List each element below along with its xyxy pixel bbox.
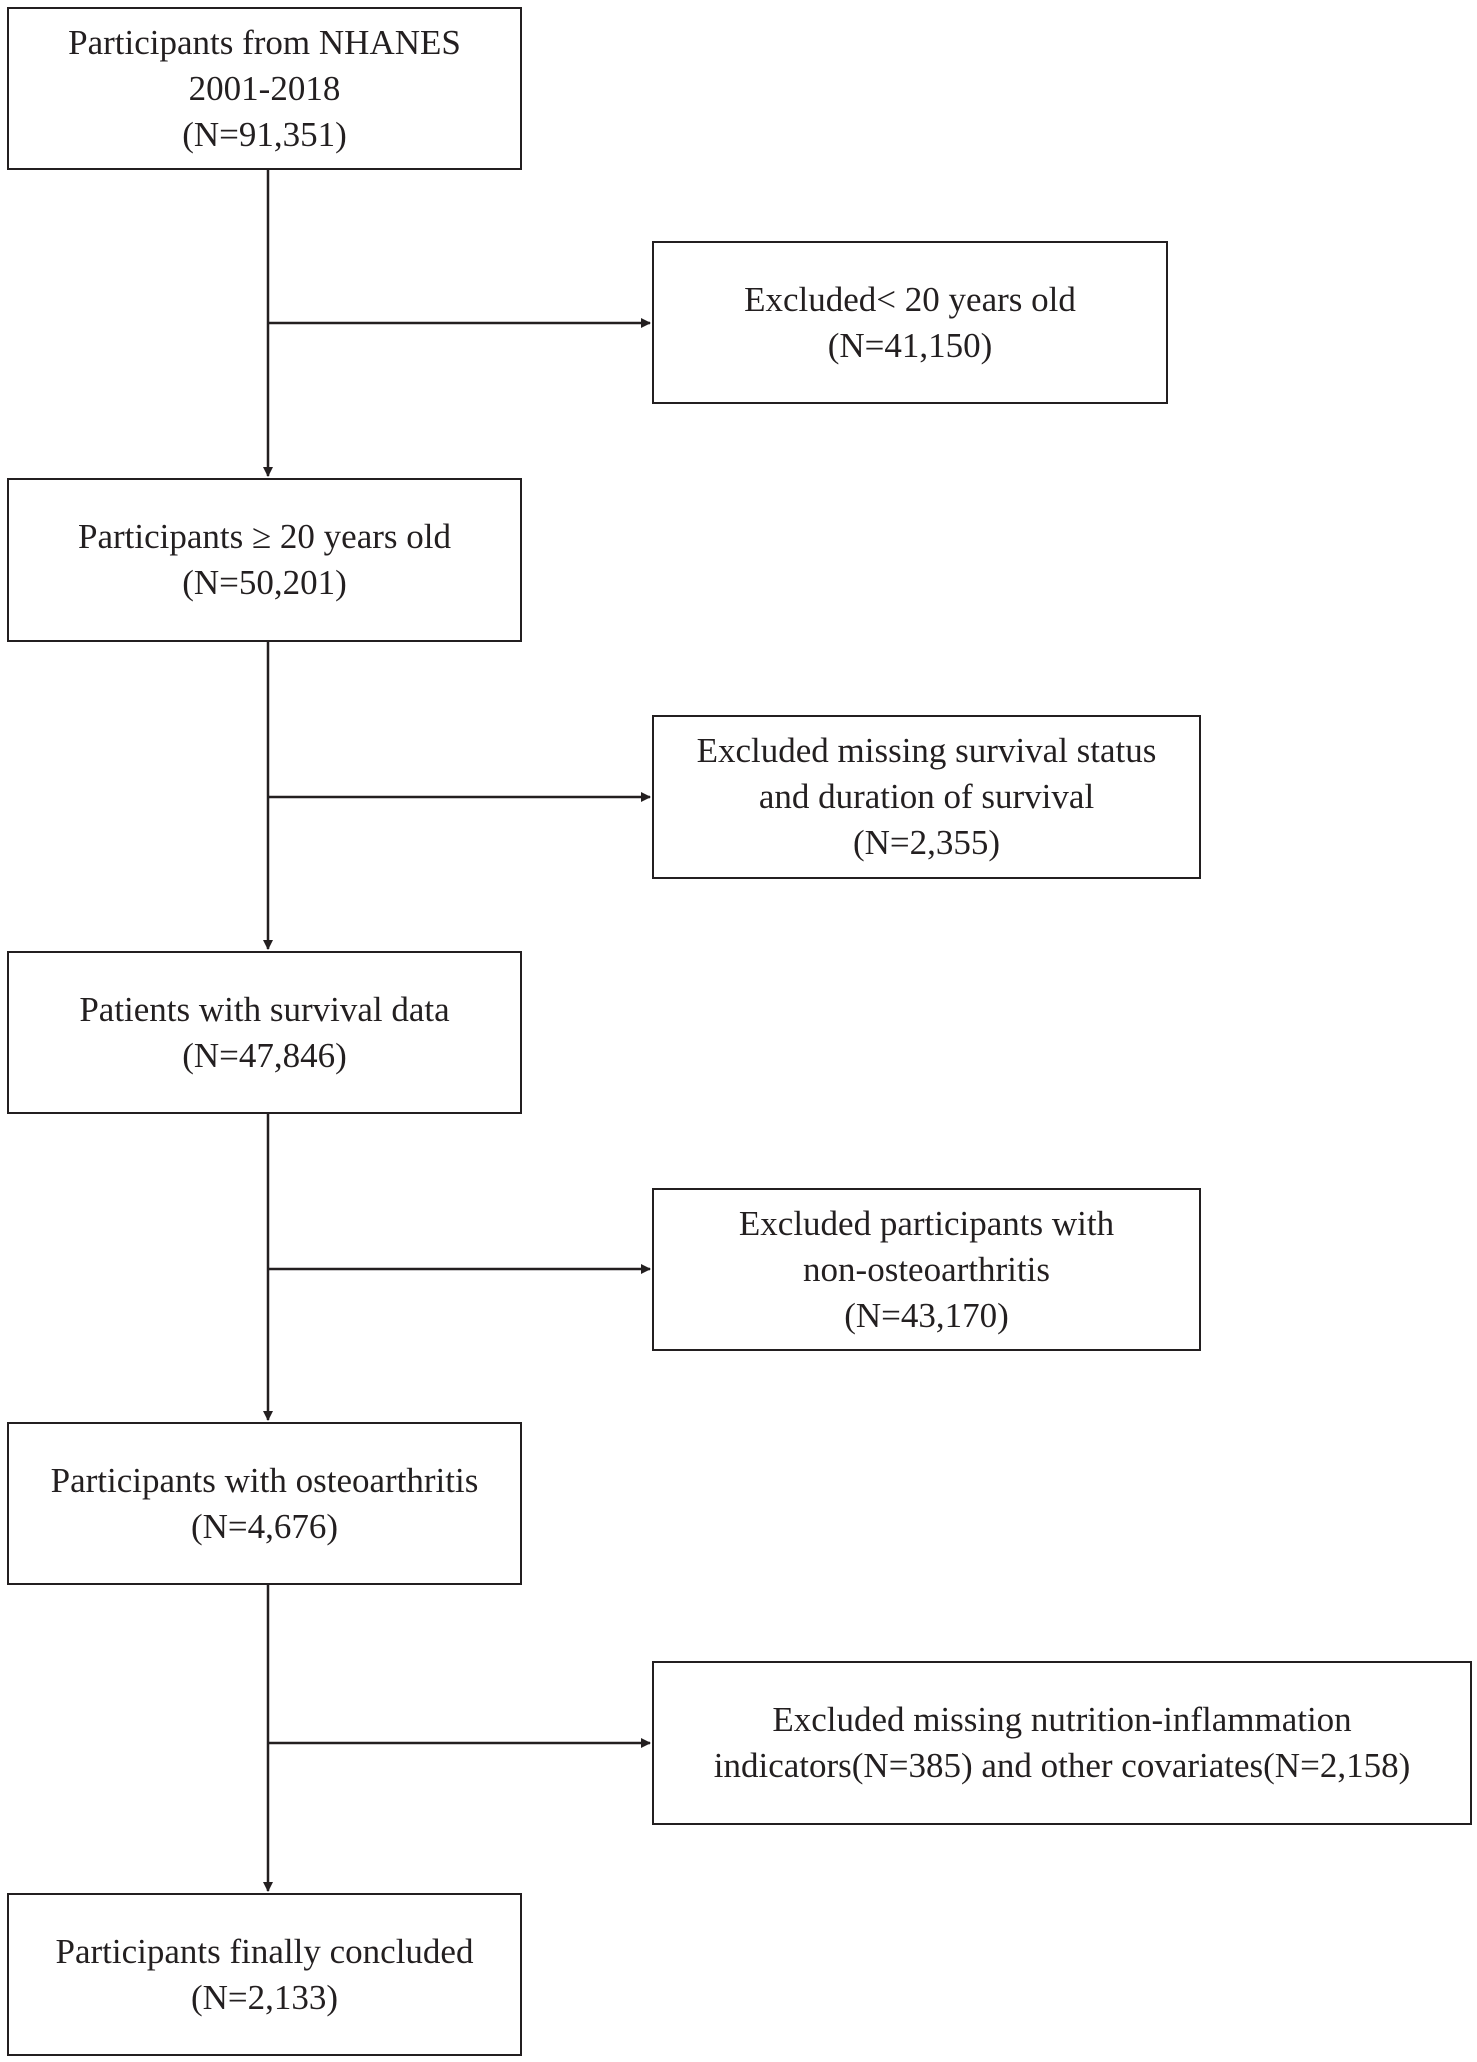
- box-line: Participants with osteoarthritis: [50, 1460, 479, 1500]
- box-count: (N=2,355): [852, 823, 1001, 862]
- box-line: Participants finally concluded: [55, 1931, 474, 1971]
- box-participants-over-20: Participants ≥ 20 years old (N=50,201): [7, 478, 522, 642]
- box-excluded-missing-covariates: Excluded missing nutrition-inflammation …: [652, 1661, 1472, 1825]
- box-line: 2001-2018: [188, 68, 341, 108]
- box-survival-data: Patients with survival data (N=47,846): [7, 951, 522, 1114]
- box-count: (N=4,676): [190, 1506, 339, 1546]
- box-count: (N=41,150): [827, 325, 993, 365]
- box-count: (N=91,351): [182, 114, 347, 154]
- box-line: Participants from NHANES: [68, 22, 461, 62]
- box-line: Excluded missing survival status: [696, 731, 1157, 770]
- box-participants-nhanes: Participants from NHANES 2001-2018 (N=91…: [7, 7, 522, 170]
- box-count: (N=2,133): [190, 1977, 339, 2017]
- box-line: indicators(N=385) and other covariates(N…: [713, 1746, 1411, 1785]
- box-excluded-non-osteoarthritis: Excluded participants with non-osteoarth…: [652, 1188, 1201, 1351]
- box-line: non-osteoarthritis: [803, 1249, 1050, 1289]
- box-line: Excluded missing nutrition-inflammation: [772, 1700, 1352, 1739]
- box-line: Excluded< 20 years old: [744, 279, 1076, 319]
- box-excluded-under-20: Excluded< 20 years old (N=41,150): [652, 241, 1168, 404]
- box-line: and duration of survival: [758, 777, 1095, 816]
- box-count: (N=50,201): [182, 563, 347, 602]
- box-final-participants: Participants finally concluded (N=2,133): [7, 1893, 522, 2056]
- box-excluded-missing-survival: Excluded missing survival status and dur…: [652, 715, 1201, 879]
- box-count: (N=47,846): [182, 1035, 347, 1075]
- box-count: (N=43,170): [844, 1295, 1009, 1335]
- box-line: Participants ≥ 20 years old: [77, 517, 452, 556]
- box-line: Patients with survival data: [79, 989, 450, 1029]
- box-line: Excluded participants with: [738, 1203, 1115, 1243]
- box-osteoarthritis: Participants with osteoarthritis (N=4,67…: [7, 1422, 522, 1585]
